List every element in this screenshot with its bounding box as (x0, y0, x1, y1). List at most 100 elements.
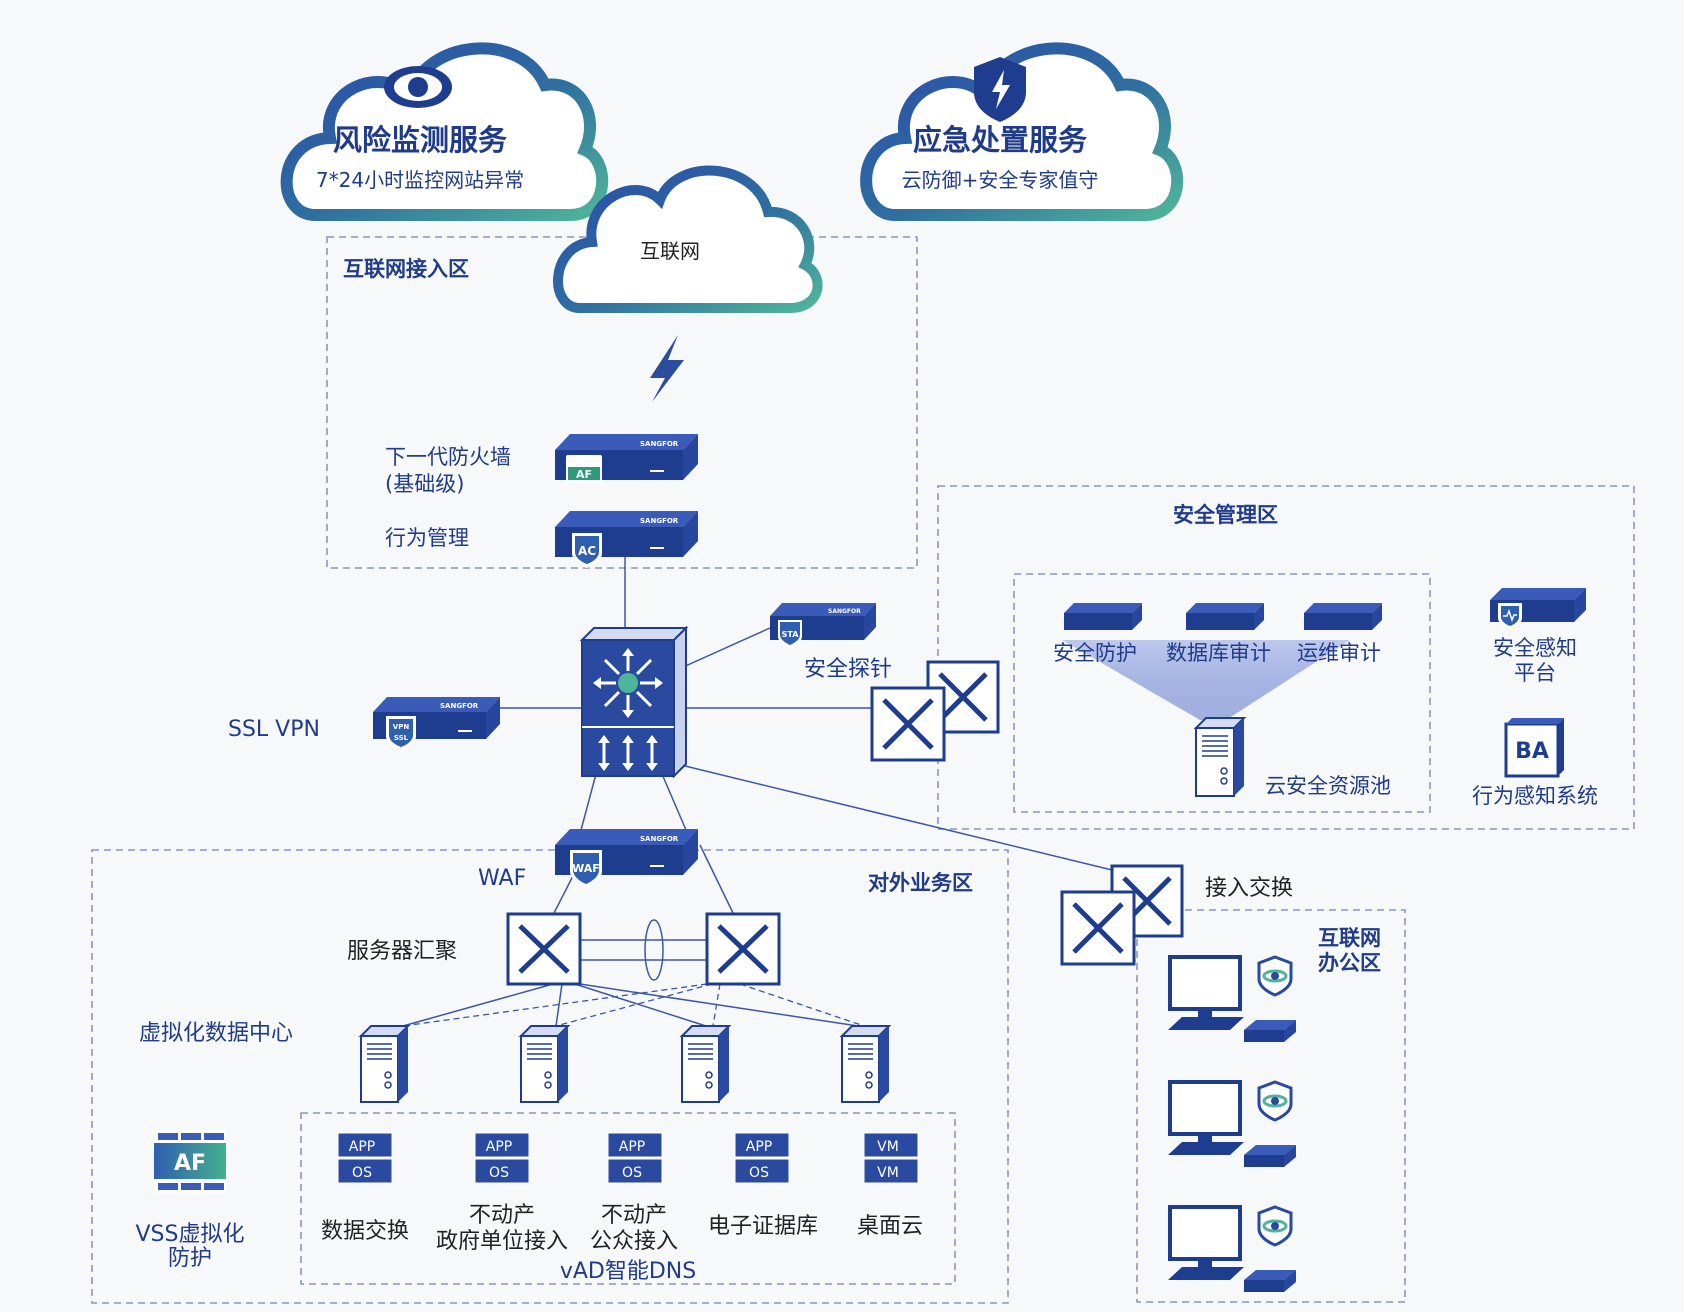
sta-label: 安全探针 (804, 657, 892, 682)
sec-protect-device (1064, 603, 1142, 630)
link-agg-srv4 (579, 983, 859, 1027)
sip-appliance (1490, 588, 1586, 629)
zone-office (1136, 909, 1406, 1303)
vad-label: vAD智能DNS (560, 1259, 696, 1284)
eye-icon (384, 66, 452, 108)
app-label-5: 桌面云 (857, 1214, 923, 1239)
ops-audit-label: 运维审计 (1297, 641, 1381, 665)
waf-brand: SANGFOR (640, 835, 679, 843)
behavior-mgmt-label: 行为管理 (385, 526, 469, 550)
dc-server-4 (839, 1025, 892, 1103)
vss-label-line2: 防护 (168, 1246, 212, 1271)
app-label-2-line2: 政府单位接入 (436, 1229, 568, 1254)
app-stack-2: APP OS (474, 1132, 530, 1184)
server-agg-switch-2 (705, 912, 781, 986)
server-agg-label: 服务器汇聚 (347, 939, 457, 964)
ba-label: 行为感知系统 (1472, 784, 1598, 808)
emergency-subtitle: 云防御+安全专家值守 (902, 168, 1099, 192)
app-stack-1-top: APP (349, 1139, 375, 1155)
zone-office-label-line1: 互联网 (1318, 926, 1381, 950)
link-aggregation-ring (644, 919, 664, 981)
access-switch-back (1110, 864, 1184, 938)
zone-vad (300, 1112, 956, 1285)
cloud-pool-label: 云安全资源池 (1265, 774, 1391, 798)
sslvpn-label: SSL VPN (228, 717, 320, 742)
ngfw-label-line1: 下一代防火墙 (385, 445, 511, 469)
app-label-1: 数据交换 (321, 1219, 409, 1244)
link-agg2-srv4 (739, 983, 865, 1027)
sec-protect-label: 安全防护 (1053, 641, 1137, 665)
vm-stack-bottom: VM (877, 1165, 899, 1181)
waf-label: WAF (478, 866, 526, 891)
vm-stack: VM VM (863, 1132, 919, 1184)
ngfw-badge: AF (576, 468, 592, 481)
dc-server-3 (679, 1025, 732, 1103)
app-label-3-line1: 不动产 (601, 1203, 667, 1228)
vss-af-badge: AF (174, 1151, 206, 1176)
link-agg2-srv3 (712, 983, 721, 1027)
vss-label-line1: VSS虚拟化 (136, 1222, 245, 1247)
zone-security-inner (1013, 573, 1431, 813)
emergency-title: 应急处置服务 (913, 123, 1087, 157)
zone-security-mgmt-label: 安全管理区 (1173, 503, 1278, 527)
office-pc-1-shield-icon (1257, 955, 1293, 997)
app-label-3-line2: 公众接入 (590, 1229, 678, 1254)
zone-security-mgmt (937, 485, 1635, 830)
sta-badge: STA (782, 630, 800, 639)
link-core-waf-r (661, 773, 687, 831)
ngfw-brand: SANGFOR (640, 440, 679, 448)
app-stack-4-bottom: OS (749, 1165, 769, 1181)
zone-external-business-label: 对外业务区 (868, 871, 973, 895)
sip-label-line2: 平台 (1514, 661, 1556, 685)
access-switch-label: 接入交换 (1205, 876, 1293, 901)
link-agg-srv1 (402, 983, 554, 1027)
ac-brand: SANGFOR (640, 517, 679, 525)
app-label-4: 电子证据库 (708, 1214, 818, 1239)
app-label-2-line1: 不动产 (469, 1203, 535, 1228)
app-stack-3-bottom: OS (622, 1165, 642, 1181)
vm-stack-top: VM (877, 1139, 899, 1155)
link-agg-srv3 (574, 983, 707, 1027)
vss-af-icon: AF (154, 1130, 226, 1194)
ops-audit-device (1304, 603, 1382, 630)
ba-icon: BA (1504, 718, 1564, 778)
link-core-access (680, 764, 1113, 871)
vpn-badge-bottom: SSL (394, 734, 409, 742)
internet-cloud: 互联网 (553, 165, 823, 313)
ac-badge: AC (578, 544, 596, 558)
ba-badge: BA (1515, 739, 1549, 764)
risk-monitor-subtitle: 7*24小时监控网站异常 (316, 168, 524, 192)
sip-label-line1: 安全感知 (1493, 636, 1577, 660)
ngfw-appliance: SANGFOR AF (555, 434, 698, 483)
datacenter-label: 虚拟化数据中心 (139, 1021, 293, 1046)
waf-appliance: SANGFOR WAF (555, 829, 698, 888)
db-audit-label: 数据库审计 (1166, 641, 1271, 665)
security-switch-front (870, 686, 946, 762)
app-stack-4: APP OS (734, 1132, 790, 1184)
core-switch (579, 625, 689, 779)
vpn-brand: SANGFOR (440, 702, 479, 710)
internet-label: 互联网 (640, 239, 700, 263)
behavior-mgmt-appliance: SANGFOR AC (555, 511, 698, 568)
app-stack-4-top: APP (746, 1139, 772, 1155)
link-agg2-srv2 (555, 983, 713, 1027)
link-core-waf-l (580, 773, 597, 831)
dc-server-1 (358, 1025, 411, 1103)
risk-monitor-cloud: 风险监测服务 7*24小时监控网站异常 (280, 42, 609, 221)
zone-internet-access-label: 互联网接入区 (343, 257, 469, 281)
app-stack-1-bottom: OS (352, 1165, 372, 1181)
app-stack-2-bottom: OS (489, 1165, 509, 1181)
dc-server-2 (518, 1025, 571, 1103)
zone-external-business (91, 849, 1009, 1304)
vpn-badge-top: VPN (393, 723, 410, 731)
lightning-icon (650, 335, 684, 402)
emergency-response-cloud: 应急处置服务 云防御+安全专家值守 (860, 42, 1184, 221)
office-pc-2 (1168, 1080, 1296, 1167)
app-stack-3: APP OS (607, 1132, 663, 1184)
cloud-pool-server (1193, 717, 1247, 797)
office-pc-3 (1168, 1205, 1296, 1292)
shield-bolt-icon (974, 57, 1026, 122)
office-pc-1 (1168, 955, 1296, 1042)
ngfw-label-line2: (基础级) (385, 472, 464, 496)
